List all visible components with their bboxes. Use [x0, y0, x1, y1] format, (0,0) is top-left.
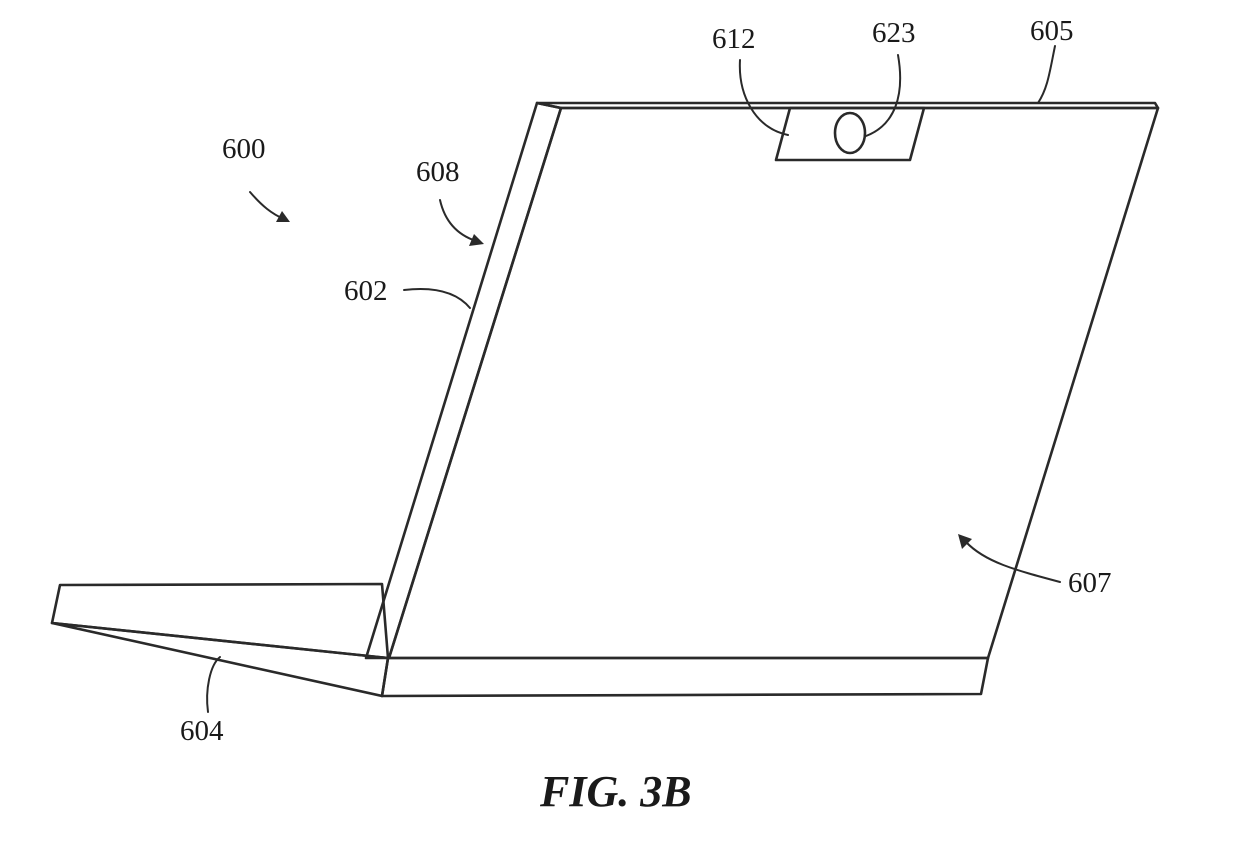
- label-623: 623: [872, 17, 916, 49]
- label-604: 604: [180, 715, 224, 747]
- label-607: 607: [1068, 567, 1112, 599]
- reference-labels: 600 608 602 612 623 605 607 604: [180, 15, 1112, 747]
- base-housing: [50, 582, 990, 698]
- label-608: 608: [416, 156, 460, 188]
- leader-lines: [206, 45, 1061, 713]
- camera-module: [774, 106, 926, 162]
- label-600: 600: [222, 133, 266, 165]
- label-612: 612: [712, 23, 756, 55]
- label-605: 605: [1030, 15, 1074, 47]
- figure-caption: FIG. 3B: [539, 767, 692, 816]
- label-602: 602: [344, 275, 388, 307]
- camera-lens: [833, 111, 867, 155]
- display-housing: [364, 101, 1160, 660]
